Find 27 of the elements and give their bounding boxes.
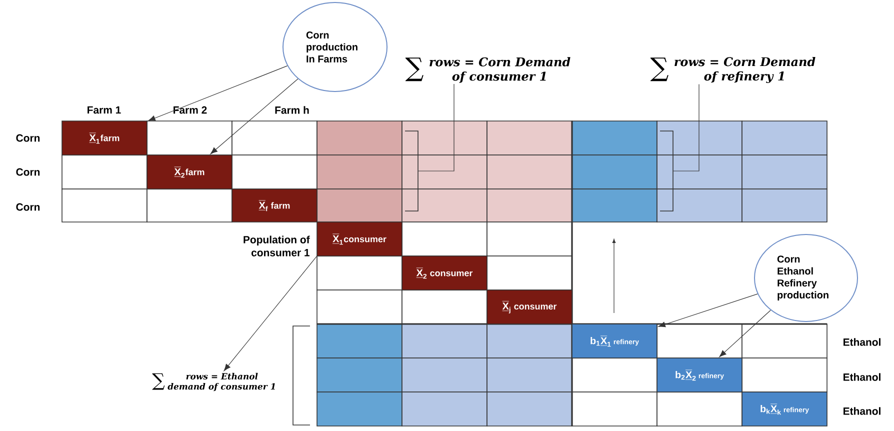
row-label: Population of consumer 1 <box>244 236 310 256</box>
matrix-cell: $\text{b}_{\text{k}}\underline{\overline{\text{X}}}_{\text{k}}\text{\scriptsize\ refinery}$ <box>742 392 828 426</box>
axis-label: Farm 2 <box>174 106 207 114</box>
axis-label: Corn <box>16 168 40 176</box>
axis-label: Ethanol <box>844 407 880 415</box>
axis-label: Ethanol <box>844 338 880 346</box>
matrix-cell: $\underline{\overline{\text{X}}}_{\text{1}}\text{\small farm}$ <box>62 120 148 156</box>
bracket <box>660 130 674 212</box>
bracket <box>404 130 418 212</box>
axis-label: Ethanol <box>844 373 880 381</box>
matrix-cell: $\underline{\overline{\text{X}}}_{\text{f}}\text{\small\ farm}$ <box>232 188 318 222</box>
matrix-cell: $\text{b}_{\text{2}}\underline{\overline{\text{X}}}_{\text{2}}\text{\scriptsize\ refinery}$ <box>656 358 742 392</box>
arrow <box>148 66 288 121</box>
arrow <box>658 294 758 328</box>
axis-label: Corn <box>16 134 40 142</box>
leader-line <box>418 84 454 172</box>
axis-label: Farm h <box>275 106 309 114</box>
matrix-cell: $\underline{\overline{\text{X}}}_{\text{1}}\text{\small consumer}$ <box>316 222 402 256</box>
leader-line <box>672 84 700 172</box>
arrow <box>224 256 317 372</box>
matrix-cell: $\underline{\overline{\text{X}}}_{\text{j}}\text{\small\ consumer}$ <box>486 290 572 324</box>
matrix-cell: $\underline{\overline{\text{X}}}_{\text{2}}\text{\small\ consumer}$ <box>402 256 488 290</box>
arrow <box>210 78 298 154</box>
matrix-cell: $\underline{\overline{\text{X}}}_{\text{2}}\text{\small farm}$ <box>146 154 232 190</box>
matrix-cell: $\text{b}_{\text{1}}\underline{\overline{\text{X}}}_{\text{1}}\text{\scriptsize\ refinery}$ <box>572 324 658 358</box>
arrow <box>719 310 771 358</box>
axis-label: Corn <box>16 203 40 211</box>
